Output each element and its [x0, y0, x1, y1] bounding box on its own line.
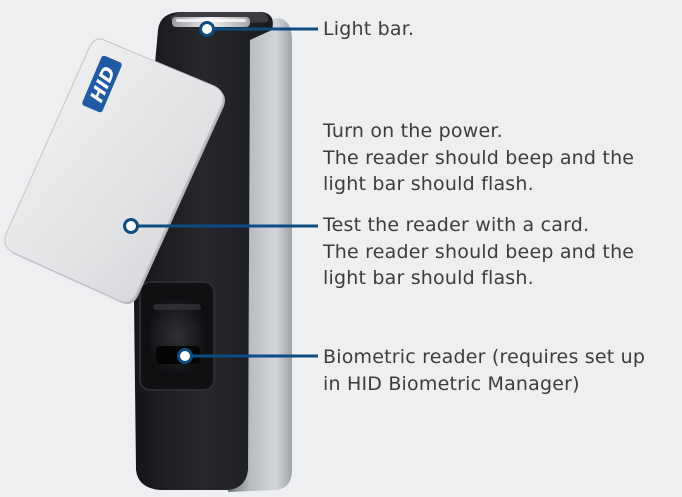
leader-lines: [131, 27, 318, 358]
callout-test-card-line-3: light bar should flash.: [323, 267, 534, 289]
callout-light-bar-line-1: Light bar.: [323, 18, 415, 40]
leader-dot-test-card: [123, 218, 139, 234]
callout-test-card-line-2: The reader should beep and the: [323, 240, 635, 263]
leader-dot-biometric: [177, 348, 193, 364]
callout-biometric-line-1: Biometric reader (requires set up: [323, 346, 646, 368]
callout-light-bar: Light bar.: [323, 16, 414, 43]
callout-power-line-3: light bar should flash.: [323, 173, 534, 195]
callout-biometric-line-2: in HID Biometric Manager): [323, 372, 580, 395]
callout-power: Turn on the power. The reader should bee…: [323, 118, 634, 198]
callout-power-line-2: The reader should beep and the: [323, 146, 635, 169]
proximity-card: HID: [4, 38, 225, 304]
callout-test-card: Test the reader with a card. The reader …: [323, 212, 634, 292]
callout-test-card-line-1: Test the reader with a card.: [323, 214, 590, 236]
leader-dot-light-bar: [199, 21, 215, 37]
callout-biometric: Biometric reader (requires set up in HID…: [323, 344, 645, 397]
callout-power-line-1: Turn on the power.: [323, 120, 503, 142]
